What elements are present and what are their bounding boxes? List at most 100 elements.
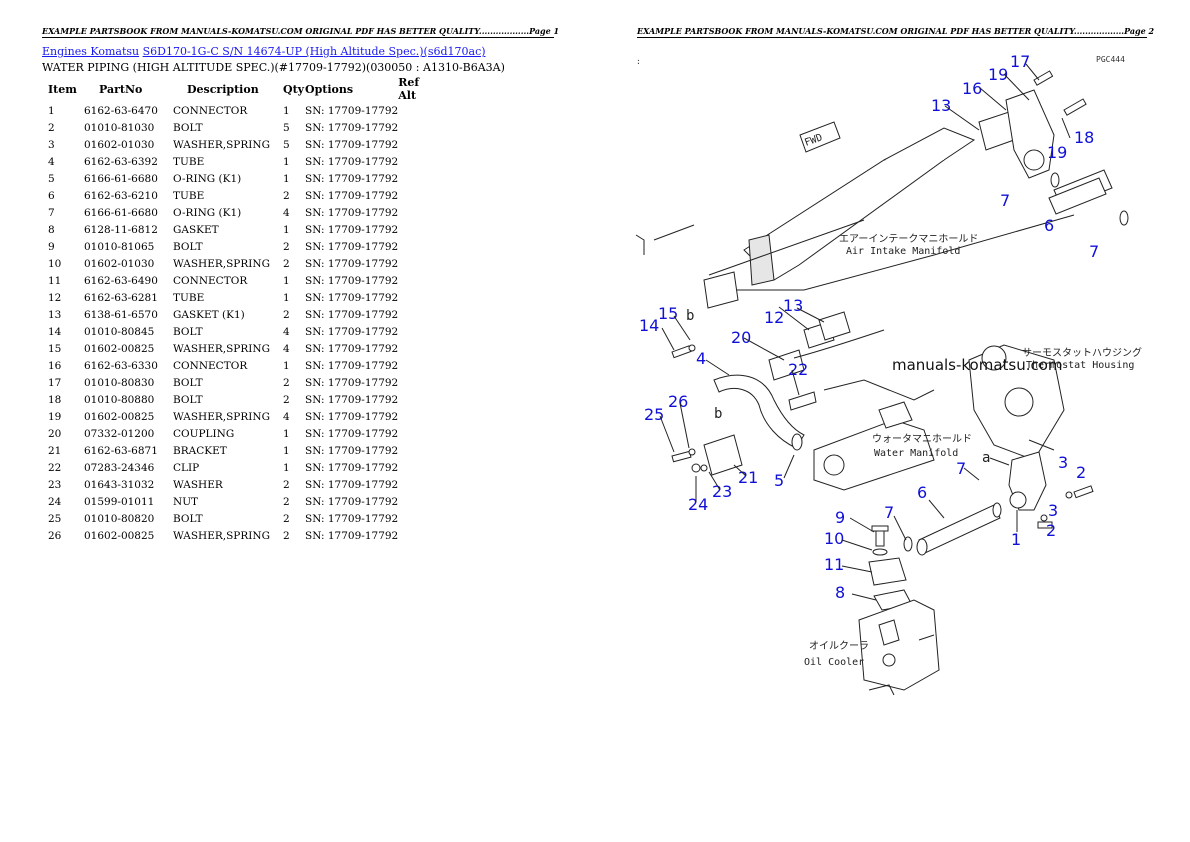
cell-description: COUPLING [173,427,235,440]
cell-ref-alt [398,153,438,170]
cell-ref-alt [398,272,438,289]
cell-partno: 01643-31032 [84,478,155,491]
table-header-row: Item PartNo Description Qty Options Ref … [42,76,438,102]
cell-options: SN: 17709-17792 [305,342,399,355]
cell-description: WASHER,SPRING [173,257,270,270]
callout-5: 5 [774,471,784,490]
callout-13: 13 [931,96,951,115]
cell-ref-alt [398,136,438,153]
cell-qty: 2 [283,376,290,389]
cell-item: 23 [48,478,62,491]
cell-qty: 4 [283,410,290,423]
callout-15: 15 [658,304,678,323]
callout-2: 2 [1076,463,1086,482]
callout-7: 7 [1089,242,1099,261]
cell-description: TUBE [173,291,205,304]
cell-item: 4 [48,155,55,168]
cell-options: SN: 17709-17792 [305,512,399,525]
cell-description: BOLT [173,325,203,338]
callout-8: 8 [835,583,845,602]
callout-14: 14 [639,316,659,335]
cell-partno: 6128-11-6812 [84,223,158,236]
breadcrumb-link-engines[interactable]: Engines Komatsu [42,45,140,58]
cell-qty: 4 [283,342,290,355]
cell-options: SN: 17709-17792 [305,240,399,253]
page-header-1: EXAMPLE PARTSBOOK FROM MANUALS-KOMATSU.C… [42,26,560,38]
cell-item: 7 [48,206,55,219]
cell-description: O-RING (K1) [173,172,242,185]
callout-2: 2 [1046,521,1056,540]
callout-20: 20 [731,328,751,347]
callout-24: 24 [688,495,708,514]
cell-options: SN: 17709-17792 [305,495,399,508]
cell-qty: 2 [283,495,290,508]
cell-qty: 1 [283,223,290,236]
cell-options: SN: 17709-17792 [305,189,399,202]
cell-ref-alt [398,119,438,136]
callout-18: 18 [1074,128,1094,147]
cell-ref-alt [398,391,438,408]
cell-ref-alt [398,187,438,204]
cell-partno: 01010-80845 [84,325,155,338]
water-manifold [813,379,935,491]
cell-item: 11 [48,274,62,287]
cell-ref-alt [398,204,438,221]
cell-options: SN: 17709-17792 [305,274,399,287]
cell-options: SN: 17709-17792 [305,308,399,321]
cell-partno: 6162-63-6871 [84,444,158,457]
breadcrumb-link-model[interactable]: S6D170-1G-C S/N 14674-UP (High Altitude … [142,45,486,58]
column-header-qty: Qty [283,82,305,96]
callout-19: 19 [988,65,1008,84]
cell-item: 8 [48,223,55,236]
cell-ref-alt [398,408,438,425]
cell-qty: 1 [283,444,290,457]
cell-partno: 01010-80820 [84,512,155,525]
cell-options: SN: 17709-17792 [305,155,399,168]
cell-partno: 6162-63-6330 [84,359,158,372]
cell-qty: 2 [283,189,290,202]
cell-ref-alt [398,425,438,442]
cell-description: WASHER,SPRING [173,138,270,151]
ref-b-label-2: b [686,308,694,324]
cell-qty: 1 [283,291,290,304]
cell-partno: 6162-63-6490 [84,274,158,287]
column-header-partno: PartNo [99,82,143,96]
air-intake-label-jp: エアーインテークマニホールド [839,233,978,245]
thermostat-housing [968,344,1065,461]
cell-partno: 01602-00825 [84,410,155,423]
cell-qty: 4 [283,325,290,338]
cell-partno: 01010-80830 [84,376,155,389]
cell-item: 17 [48,376,62,389]
cell-qty: 2 [283,308,290,321]
cell-item: 12 [48,291,62,304]
cell-partno: 6162-63-6470 [84,104,158,117]
bracket-assembly: b b [671,308,743,476]
cell-description: WASHER [173,478,223,491]
cell-partno: 6162-63-6210 [84,189,158,202]
cell-options: SN: 17709-17792 [305,359,399,372]
callout-numbers: 1 2 2 3 3 4 5 6 6 7 7 7 7 8 9 10 11 12 1… [639,52,1099,602]
callout-23: 23 [712,482,732,501]
cell-item: 10 [48,257,62,270]
water-manifold-label-en: Water Manifold [874,448,958,459]
cell-ref-alt [398,289,438,306]
cell-description: BOLT [173,393,203,406]
exploded-parts-diagram: PGC444 : FWD エアーインテークマニホールド Air Intake M… [635,52,1142,696]
cell-item: 1 [48,104,55,117]
watermark: manuals-komatsu.com [892,356,1063,374]
callout-22: 22 [788,360,808,379]
cell-partno: 07332-01200 [84,427,155,440]
cell-item: 6 [48,189,55,202]
oil-cooler-label-jp: オイルクーラ [809,640,869,652]
cell-ref-alt [398,255,438,272]
